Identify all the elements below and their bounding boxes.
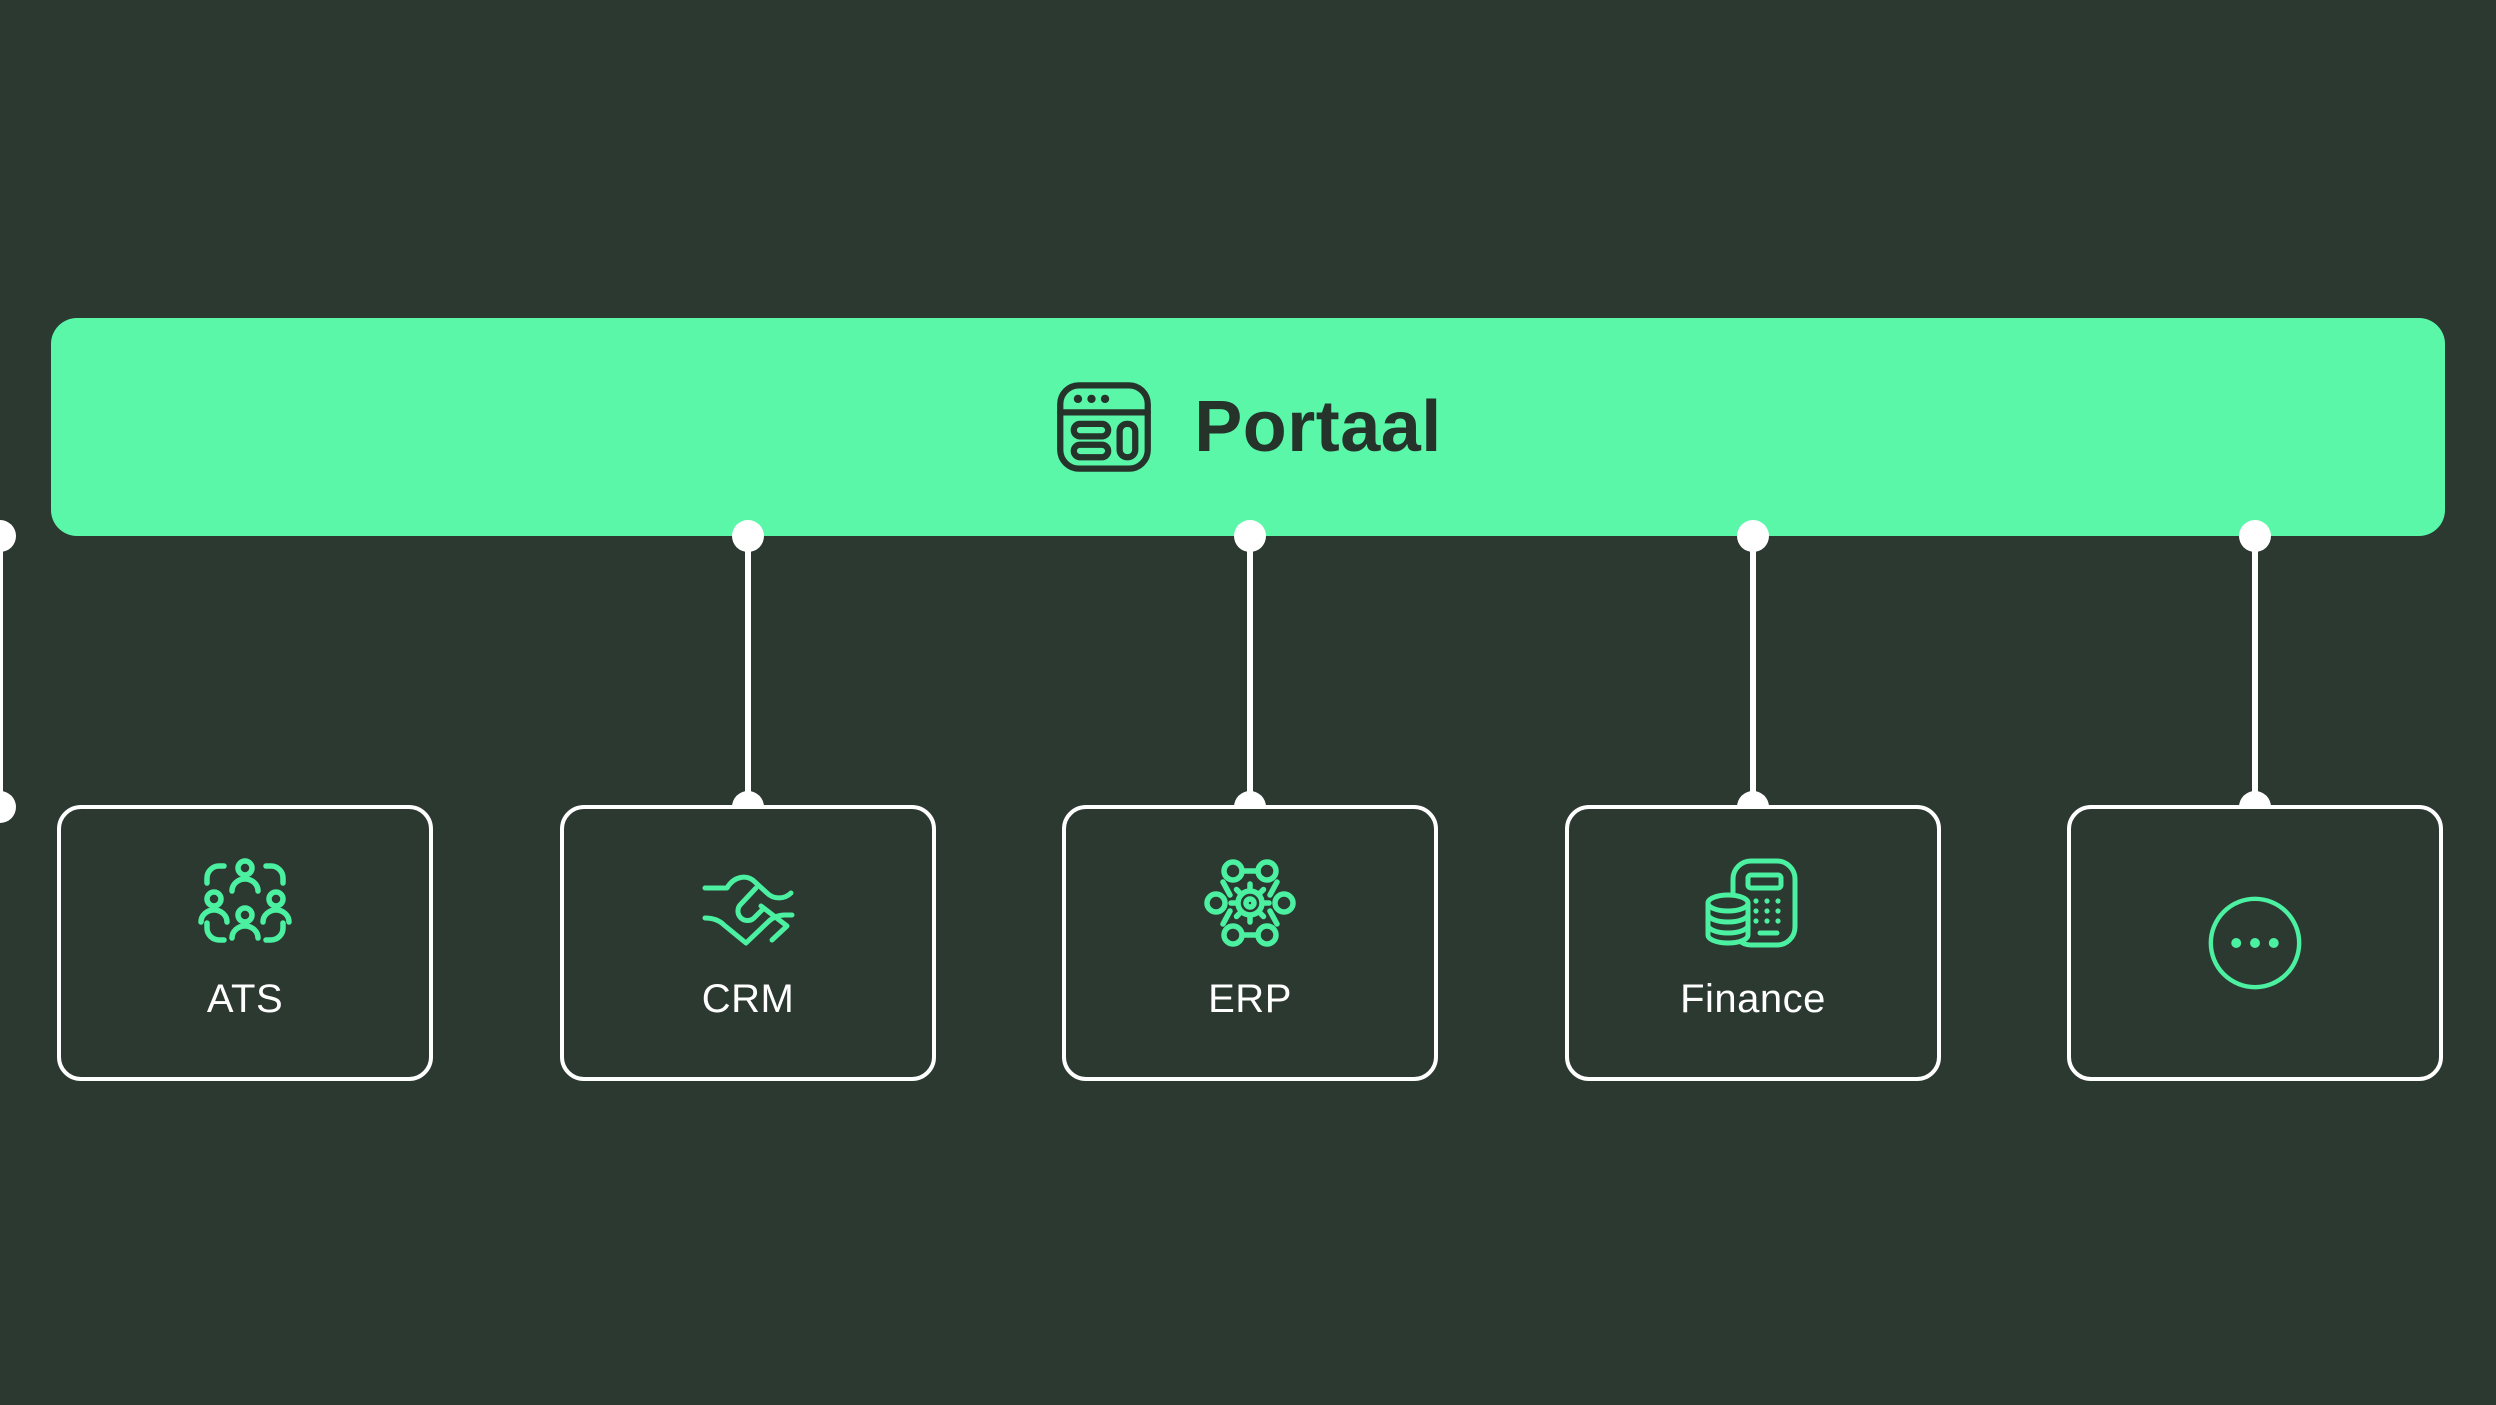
portal-title: Portaal: [1194, 387, 1442, 467]
connector-dot: [2239, 520, 2271, 552]
system-box-ats: ATS: [57, 805, 433, 1081]
portal-bar: Portaal: [51, 318, 2445, 536]
connector-finance: [2239, 520, 2271, 823]
connector-dot: [0, 791, 16, 823]
connector-dot: [1737, 520, 1769, 552]
connector-line: [1247, 536, 1253, 807]
handshake-icon: [700, 855, 796, 951]
team-icon: [197, 855, 293, 951]
connector-dot: [0, 520, 16, 552]
calculator-coins-icon: [1705, 855, 1801, 951]
ellipsis-circle-icon: [2202, 890, 2308, 996]
system-box-crm: CRM: [560, 805, 936, 1081]
system-label: ERP: [1208, 976, 1292, 1021]
connector-line: [0, 536, 3, 807]
connector-line: [745, 536, 751, 807]
system-label: Finance: [1680, 976, 1826, 1021]
connector-line: [2252, 536, 2258, 807]
connector-line: [1750, 536, 1756, 807]
system-box-more: [2067, 805, 2443, 1081]
connector-erp: [1737, 520, 1769, 823]
network-gear-icon: [1202, 855, 1298, 951]
system-box-erp: ERP: [1062, 805, 1438, 1081]
connector-more: [0, 520, 16, 823]
connector-ats: [732, 520, 764, 823]
connector-dot: [1234, 520, 1266, 552]
connector-crm: [1234, 520, 1266, 823]
browser-window-icon: [1054, 381, 1154, 473]
system-label: ATS: [206, 976, 284, 1021]
system-box-finance: Finance: [1565, 805, 1941, 1081]
connector-dot: [732, 520, 764, 552]
system-label: CRM: [701, 976, 795, 1021]
